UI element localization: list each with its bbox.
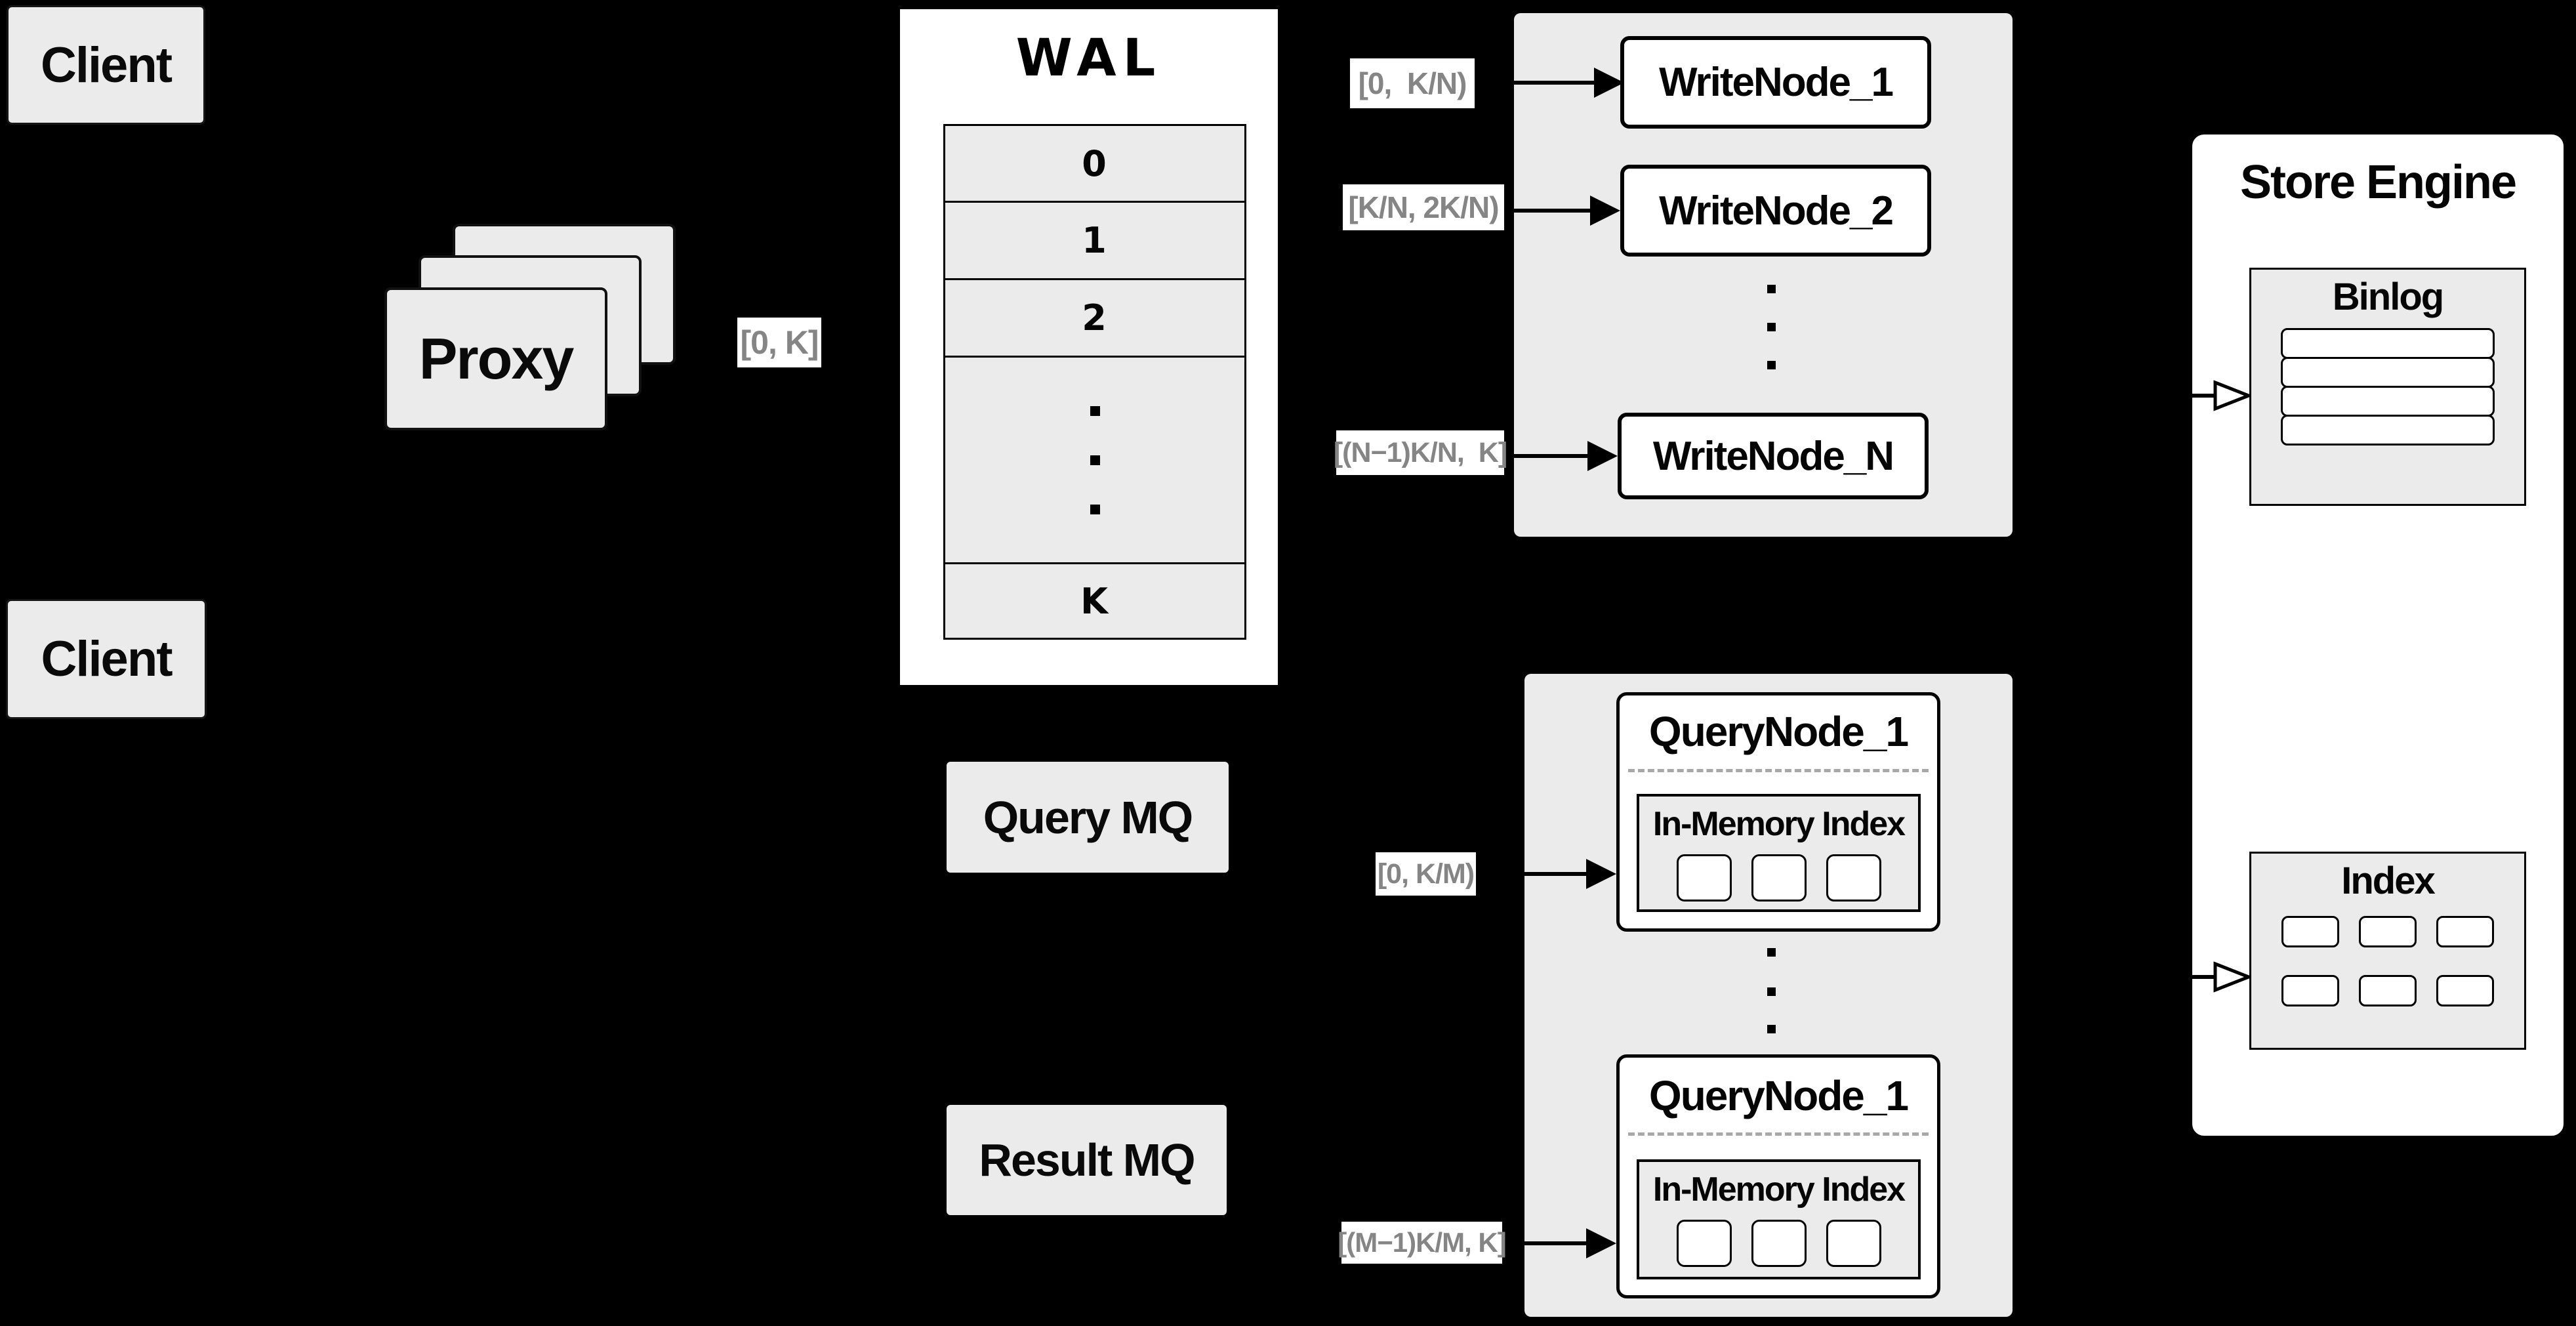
dot-icon: [1767, 987, 1776, 996]
index-cell-icon: [2359, 975, 2417, 1006]
write-node-2: WriteNode_2: [1620, 165, 1931, 257]
arrowhead-querynode-bottom-icon: [1586, 1228, 1616, 1258]
range-label-query-1: [0, K/M): [1376, 852, 1476, 896]
dot-icon: [1090, 405, 1100, 416]
binlog-bar-icon: [2281, 415, 2495, 445]
index-cells: [2281, 916, 2494, 1006]
range-label-proxy: [0, K]: [737, 318, 821, 367]
wal-row-1: 1: [945, 201, 1244, 278]
dashed-divider: [1628, 769, 1929, 772]
client-top-label: Client: [40, 37, 173, 93]
range-label-write-1: [0, K/N): [1350, 58, 1475, 108]
write-node-1: WriteNode_1: [1620, 36, 1931, 129]
memory-segments-bottom: [1676, 1220, 1881, 1267]
in-memory-index-bottom: In-Memory Index: [1637, 1159, 1921, 1279]
dot-icon: [1090, 455, 1100, 465]
hollow-arrowhead-index-icon: [2213, 961, 2251, 993]
segment-icon: [1751, 854, 1807, 901]
index-title: Index: [2341, 860, 2435, 902]
dashed-divider: [1628, 1132, 1929, 1136]
arrow-line-writenode-1: [1476, 81, 1595, 85]
dot-icon: [1767, 948, 1776, 957]
segment-icon: [1751, 1220, 1807, 1267]
wal-row-k: K: [945, 562, 1244, 638]
result-mq-box: Result MQ: [947, 1105, 1227, 1215]
dot-icon: [1767, 285, 1776, 293]
arrow-line-querynode-bottom: [1503, 1241, 1587, 1245]
binlog-bar-icon: [2281, 328, 2495, 359]
index-cell-icon: [2359, 916, 2417, 947]
arrow-line-binlog: [2165, 394, 2216, 398]
wal-title: WAL: [1015, 29, 1162, 88]
range-label-write-2: [K/N, 2K/N): [1343, 184, 1504, 230]
arrow-line-querynode-top: [1477, 872, 1587, 876]
client-bottom-label: Client: [41, 631, 173, 687]
dot-icon: [1090, 504, 1100, 514]
write-node-n: WriteNode_N: [1618, 413, 1929, 499]
client-box-bottom: Client: [6, 599, 207, 719]
memory-segments-top: [1676, 854, 1881, 901]
index-cell-icon: [2281, 975, 2339, 1006]
query-node-bottom-title: QueryNode_1: [1648, 1072, 1909, 1119]
index-cell-icon: [2436, 916, 2494, 947]
dot-icon: [1767, 323, 1776, 331]
range-label-write-n: [(N−1)K/N, K]: [1334, 430, 1507, 475]
dot-icon: [1767, 1025, 1776, 1033]
proxy-label: Proxy: [419, 326, 575, 391]
hollow-arrowhead-binlog-icon: [2213, 380, 2251, 411]
dot-icon: [1767, 361, 1776, 369]
binlog-box: Binlog: [2249, 268, 2526, 506]
in-memory-index-bottom-title: In-Memory Index: [1652, 1171, 1906, 1209]
wal-row-2: 2: [945, 278, 1244, 356]
wal-table: 0 1 2 K: [943, 124, 1246, 640]
in-memory-index-top: In-Memory Index: [1637, 794, 1921, 912]
index-box: Index: [2249, 852, 2526, 1050]
segment-icon: [1676, 854, 1732, 901]
range-label-query-m: [(M−1)K/M, K]: [1338, 1222, 1507, 1264]
binlog-bars: [2281, 328, 2495, 445]
segment-icon: [1676, 1220, 1732, 1267]
wal-row-0: 0: [1082, 142, 1108, 184]
binlog-bar-icon: [2281, 357, 2495, 388]
arrowhead-writenode-n-icon: [1587, 441, 1618, 471]
binlog-title: Binlog: [2332, 276, 2444, 318]
segment-icon: [1826, 1220, 1881, 1267]
index-cell-icon: [2281, 916, 2339, 947]
arrow-line-writenode-2: [1505, 209, 1591, 213]
proxy-card-front: Proxy: [384, 287, 607, 430]
arrow-line-index: [2165, 975, 2216, 979]
arrowhead-writenode-1-icon: [1594, 68, 1624, 98]
index-cell-icon: [2436, 975, 2494, 1006]
arrowhead-querynode-top-icon: [1586, 859, 1616, 889]
arrow-line-writenode-n: [1505, 454, 1589, 458]
client-box-top: Client: [7, 5, 205, 125]
wal-ellipsis: [945, 356, 1244, 562]
query-node-top-title: QueryNode_1: [1648, 708, 1909, 755]
arrowhead-writenode-2-icon: [1590, 196, 1620, 226]
query-mq-box: Query MQ: [947, 762, 1229, 873]
binlog-bar-icon: [2281, 386, 2495, 417]
in-memory-index-top-title: In-Memory Index: [1652, 805, 1906, 843]
segment-icon: [1826, 854, 1881, 901]
store-engine-title: Store Engine: [2239, 156, 2517, 209]
